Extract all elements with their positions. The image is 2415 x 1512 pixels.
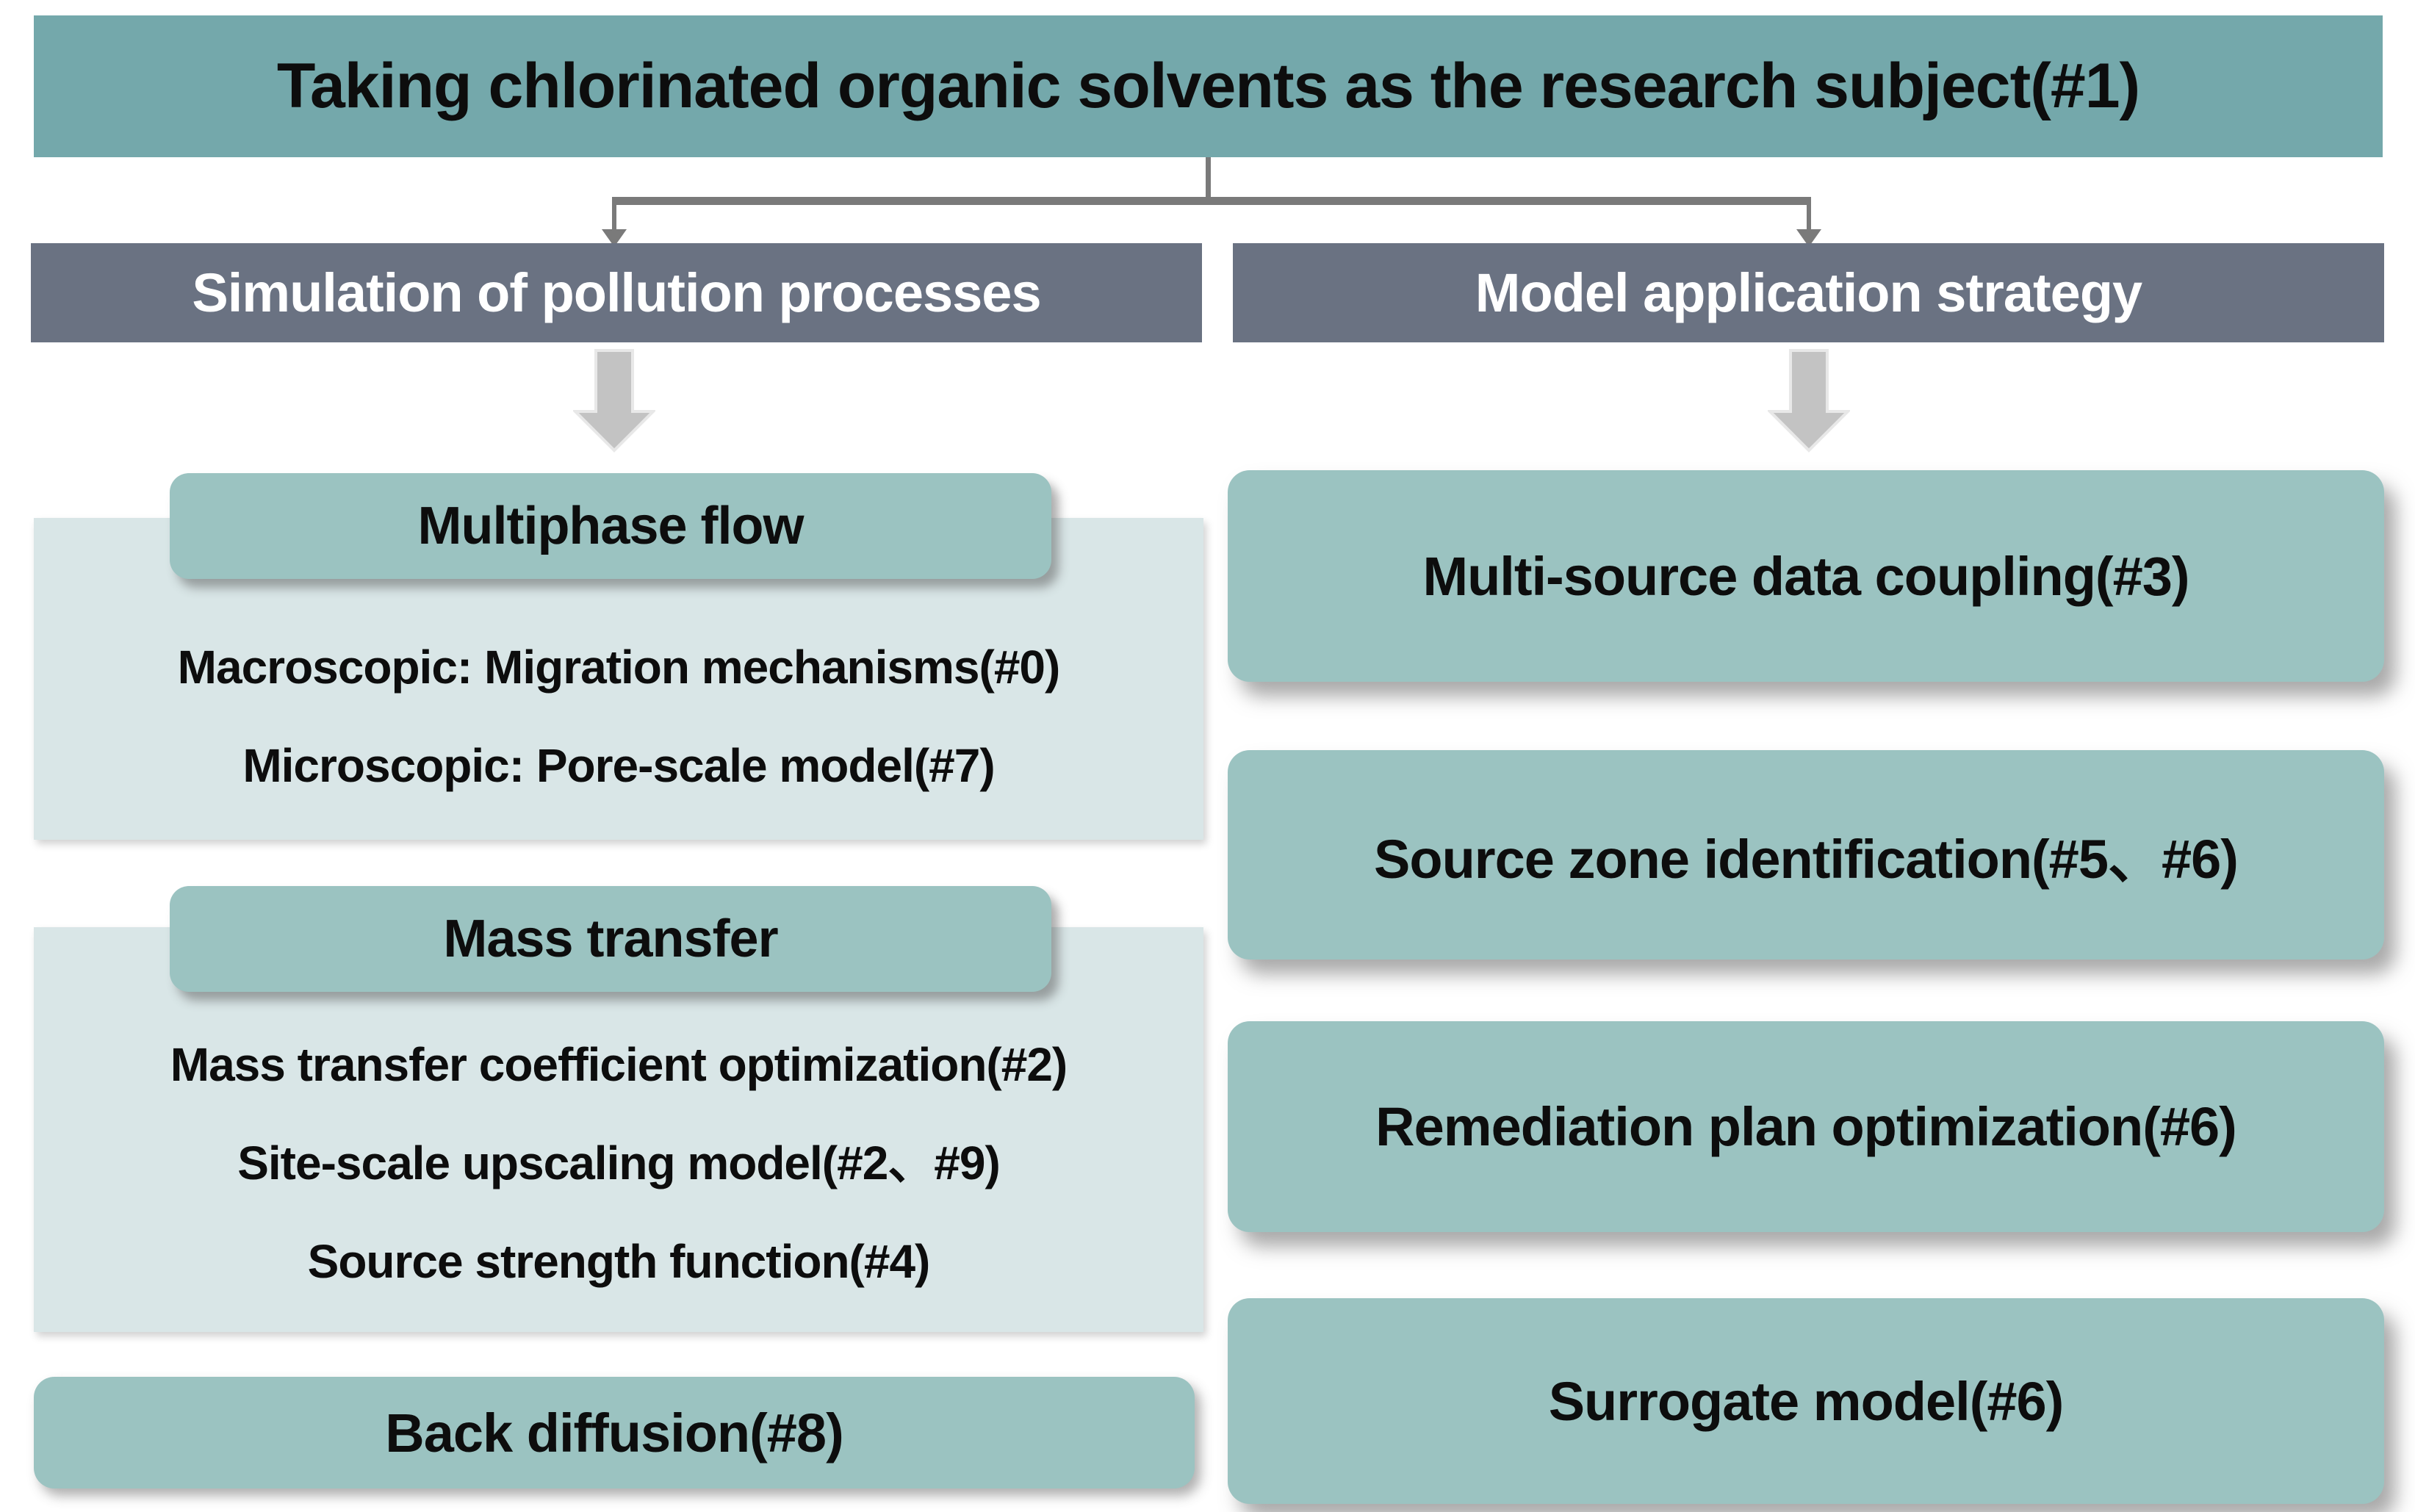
multi-source-data-coupling-label: Multi-source data coupling(#3) <box>1422 545 2189 607</box>
right-branch-label: Model application strategy <box>1475 262 2142 323</box>
research-subject-banner-label: Taking chlorinated organic solvents as t… <box>276 51 2140 121</box>
branch-simulation-of-pollution-processes: Simulation of pollution processes <box>31 243 1202 342</box>
multiphase-flow-header-label: Multiphase flow <box>417 497 805 555</box>
branch-connector-bar <box>612 197 1811 205</box>
left-branch-connector-line <box>612 205 616 231</box>
back-diffusion-node: Back diffusion(#8) <box>34 1377 1195 1488</box>
mass-transfer-panel: Mass transfer coefficient optimization(#… <box>34 927 1203 1332</box>
surrogate-model-label: Surrogate model(#6) <box>1548 1370 2065 1432</box>
remediation-plan-optimization-label: Remediation plan optimization(#6) <box>1375 1096 2237 1157</box>
multiphase-flow-item: Microscopic: Pore-scale model(#7) <box>242 739 995 792</box>
remediation-plan-optimization-node: Remediation plan optimization(#6) <box>1228 1021 2384 1232</box>
research-subject-banner: Taking chlorinated organic solvents as t… <box>34 15 2383 157</box>
multiphase-flow-header: Multiphase flow <box>170 473 1051 579</box>
right-down-block-arrow-icon <box>1768 349 1850 453</box>
right-branch-connector-line <box>1807 205 1811 231</box>
mass-transfer-item: Source strength function(#4) <box>307 1235 931 1288</box>
banner-connector-stem <box>1206 157 1211 198</box>
left-down-block-arrow-icon <box>573 349 655 453</box>
branch-model-application-strategy: Model application strategy <box>1233 243 2384 342</box>
mass-transfer-header-label: Mass transfer <box>443 910 778 968</box>
multiphase-flow-item: Macroscopic: Migration mechanisms(#0) <box>177 641 1061 694</box>
mass-transfer-item: Mass transfer coefficient optimization(#… <box>170 1038 1068 1091</box>
left-branch-label: Simulation of pollution processes <box>192 262 1041 323</box>
surrogate-model-node: Surrogate model(#6) <box>1228 1298 2384 1504</box>
source-zone-identification-node: Source zone identification(#5、#6) <box>1228 750 2384 960</box>
multi-source-data-coupling-node: Multi-source data coupling(#3) <box>1228 470 2384 682</box>
source-zone-identification-label: Source zone identification(#5、#6) <box>1374 829 2239 890</box>
mass-transfer-header: Mass transfer <box>170 886 1051 992</box>
back-diffusion-label: Back diffusion(#8) <box>385 1402 843 1464</box>
mass-transfer-item: Site-scale upscaling model(#2、#9) <box>237 1137 1001 1189</box>
